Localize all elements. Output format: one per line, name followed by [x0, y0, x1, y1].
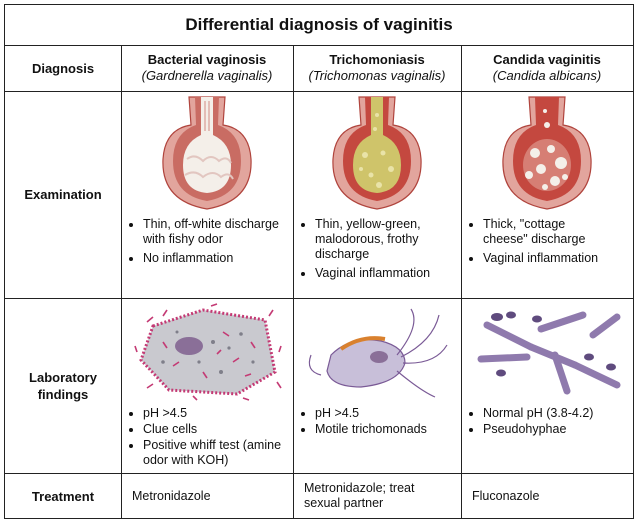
- diagnosis-name: Candida vaginitis: [493, 52, 601, 67]
- lab-findings-bacterial-vaginosis: pH >4.5 Clue cells Positive whiff test (…: [121, 406, 293, 472]
- grid-line: [121, 45, 122, 518]
- column-header-candida-vaginitis: Candida vaginitis (Candida albicans): [461, 45, 633, 91]
- grid-line: [461, 45, 462, 518]
- exam-findings-bacterial-vaginosis: Thin, off-white discharge with fishy odo…: [121, 217, 293, 297]
- list-item: pH >4.5: [143, 406, 293, 421]
- list-item: Positive whiff test (amine odor with KOH…: [143, 438, 293, 468]
- row-header-examination: Examination: [24, 187, 102, 202]
- row-header-laboratory: Laboratory findings: [29, 369, 97, 402]
- list-item: Vaginal inflammation: [315, 266, 461, 281]
- trichomonad-image: [301, 305, 453, 403]
- list-item: Motile trichomonads: [315, 422, 461, 437]
- organism-name: (Gardnerella vaginalis): [141, 68, 273, 83]
- vaginal-canal-cottage-cheese-discharge-image: [501, 95, 593, 213]
- grid-line: [5, 298, 633, 299]
- grid-line: [5, 473, 633, 474]
- list-item: pH >4.5: [315, 406, 461, 421]
- treatment-bacterial-vaginosis: Metronidazole: [132, 488, 211, 503]
- diagnosis-name: Bacterial vaginosis: [147, 52, 267, 67]
- list-item: No inflammation: [143, 251, 293, 266]
- treatment-trichomoniasis: Metronidazole; treat sexual partner: [304, 481, 415, 510]
- organism-name: (Candida albicans): [492, 68, 602, 83]
- lab-findings-trichomoniasis: pH >4.5 Motile trichomonads: [293, 406, 461, 472]
- row-header-diagnosis: Diagnosis: [31, 60, 95, 76]
- list-item: Thick, "cottage cheese" discharge: [483, 217, 611, 247]
- clue-cell-image: [133, 302, 283, 402]
- column-header-bacterial-vaginosis: Bacterial vaginosis (Gardnerella vaginal…: [121, 45, 293, 91]
- column-header-trichomoniasis: Trichomoniasis (Trichomonas vaginalis): [293, 45, 461, 91]
- vaginal-canal-yellow-green-discharge-image: [331, 95, 423, 213]
- list-item: Vaginal inflammation: [483, 251, 611, 266]
- exam-findings-trichomoniasis: Thin, yellow-green, malodorous, frothy d…: [293, 217, 461, 297]
- grid-line: [293, 45, 294, 518]
- diagnosis-table: Differential diagnosis of vaginitis Diag…: [4, 4, 634, 519]
- list-item: Normal pH (3.8-4.2): [483, 406, 633, 421]
- list-item: Thin, off-white discharge with fishy odo…: [143, 217, 293, 247]
- list-item: Clue cells: [143, 422, 293, 437]
- exam-findings-candida-vaginitis: Thick, "cottage cheese" discharge Vagina…: [461, 217, 611, 297]
- table-title: Differential diagnosis of vaginitis: [5, 5, 633, 46]
- row-header-treatment: Treatment: [31, 488, 95, 504]
- list-item: Pseudohyphae: [483, 422, 633, 437]
- vaginal-canal-thin-white-discharge-image: [161, 95, 253, 213]
- lab-findings-candida-vaginitis: Normal pH (3.8-4.2) Pseudohyphae: [461, 406, 633, 472]
- treatment-candida-vaginitis: Fluconazole: [472, 488, 540, 503]
- organism-name: (Trichomonas vaginalis): [308, 68, 446, 83]
- grid-line: [5, 91, 633, 92]
- list-item: Thin, yellow-green, malodorous, frothy d…: [315, 217, 461, 262]
- diagnosis-name: Trichomoniasis: [329, 52, 425, 67]
- pseudohyphae-image: [471, 305, 625, 401]
